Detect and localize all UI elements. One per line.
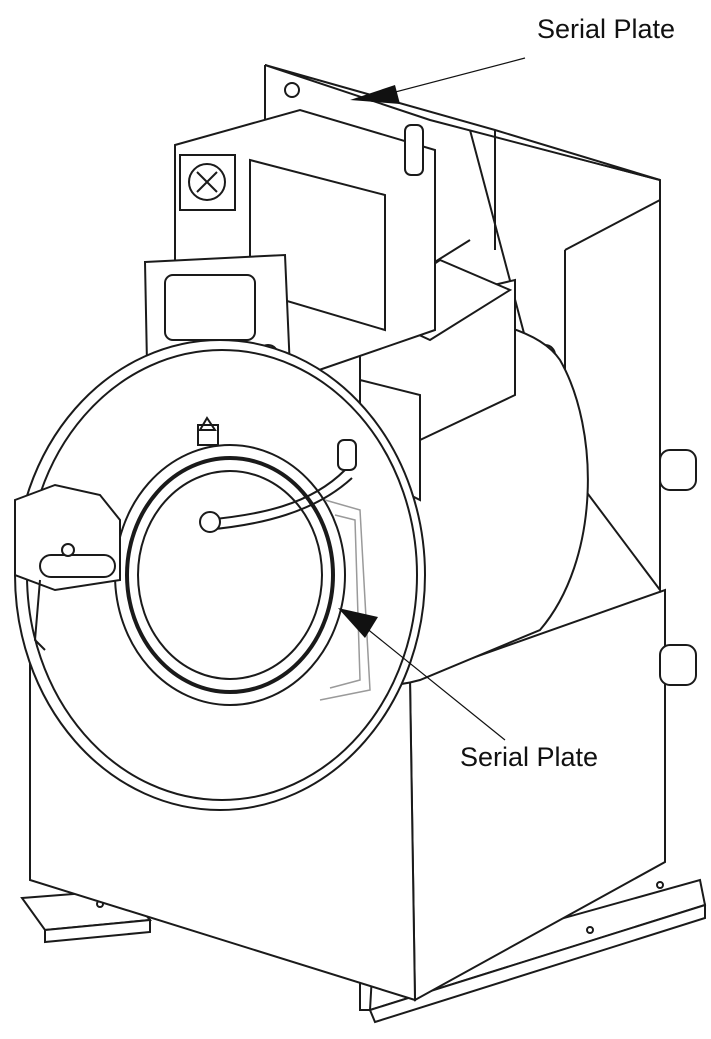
door-latch [14, 483, 121, 651]
serial-plate-label-top: Serial Plate [537, 14, 676, 44]
door-hose [199, 439, 357, 533]
callout-arrowheads [338, 85, 400, 638]
front-door [14, 339, 426, 811]
top-arrowhead [350, 85, 400, 104]
bottom-leader-line [349, 614, 506, 741]
hinge-plate [319, 499, 371, 701]
bottom-arrowhead [338, 608, 378, 638]
serial-plate-label-bottom: Serial Plate [460, 742, 599, 772]
